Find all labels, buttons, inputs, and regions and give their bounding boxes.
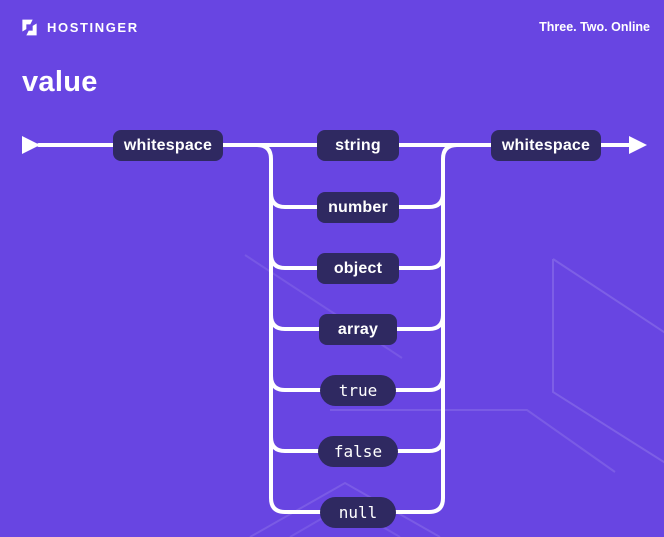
page-title: value (22, 66, 98, 98)
rail-paths (37, 143, 633, 514)
node-number: number (317, 191, 399, 223)
node-string: string (317, 129, 399, 161)
hostinger-logo: HOSTINGER (20, 18, 139, 37)
brand-name: HOSTINGER (47, 19, 139, 35)
tagline: Three. Two. Online (539, 20, 650, 34)
node-array: array (319, 313, 397, 345)
node-object: object (317, 252, 399, 284)
background-decoration-icon (244, 254, 664, 537)
end-arrow-icon (629, 136, 647, 154)
start-arrow-icon (22, 136, 40, 154)
node-false: false (318, 435, 398, 467)
node-null: null (320, 496, 396, 528)
node-whitespace-left: whitespace (113, 129, 223, 161)
header: HOSTINGER Three. Two. Online (0, 0, 664, 40)
node-whitespace-right: whitespace (491, 129, 601, 161)
node-true: true (320, 374, 396, 406)
hostinger-logo-icon (22, 19, 37, 35)
